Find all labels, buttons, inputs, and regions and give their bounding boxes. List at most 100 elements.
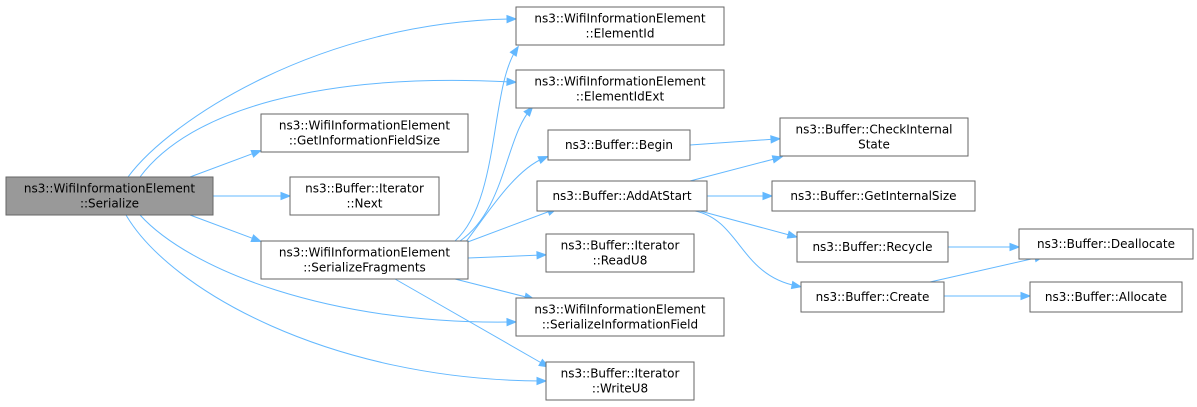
node-label-line: ns3::WifiInformationElement <box>279 246 451 260</box>
node-box <box>800 281 945 313</box>
edge-arrowhead <box>536 250 548 260</box>
node-label-line: ns3::Buffer::Create <box>816 290 930 304</box>
node-begin[interactable]: ns3::Buffer::Begin <box>547 129 691 161</box>
edge-arrowhead <box>790 280 803 290</box>
edge-serialize-to-serializefragments <box>189 214 263 243</box>
node-serialize[interactable]: ns3::WifiInformationElement::Serialize <box>5 176 214 216</box>
edge-arrowhead <box>280 191 292 201</box>
node-label-line: ::WriteU8 <box>592 382 648 396</box>
edge-line <box>689 138 777 146</box>
edge-arrowhead <box>770 135 782 144</box>
node-label-line: State <box>858 138 890 152</box>
edge-line <box>189 151 258 178</box>
node-label-line: ::Serialize <box>80 197 139 211</box>
edge-line <box>929 256 1041 283</box>
edge-serializefragments-to-serializeinfofield <box>454 278 536 301</box>
node-getinfofieldsize[interactable]: ns3::WifiInformationElement::GetInformat… <box>260 113 469 153</box>
edge-serializefragments-to-readu8 <box>467 250 548 260</box>
node-box <box>5 176 214 216</box>
node-label-line: ns3::Buffer::Iterator <box>561 239 680 253</box>
node-label-line: ns3::Buffer::Recycle <box>812 240 932 254</box>
edge-line <box>464 209 554 244</box>
node-box <box>547 129 691 161</box>
node-label-line: ns3::WifiInformationElement <box>534 303 706 317</box>
edge-arrowhead <box>250 234 263 243</box>
node-box <box>796 231 949 263</box>
node-box <box>260 113 469 153</box>
edge-line <box>394 278 546 366</box>
edge-line <box>139 79 513 178</box>
node-elementid[interactable]: ns3::WifiInformationElement::ElementId <box>515 6 725 46</box>
edge-create-to-allocate <box>944 291 1032 301</box>
edge-arrowhead <box>536 376 548 386</box>
node-box <box>1018 228 1194 260</box>
edge-line <box>189 214 258 241</box>
node-readu8[interactable]: ns3::Buffer::Iterator::ReadU8 <box>545 233 695 273</box>
node-box <box>1029 281 1183 313</box>
node-deallocate[interactable]: ns3::Buffer::Deallocate <box>1018 228 1194 260</box>
node-iter-next[interactable]: ns3::Buffer::Iterator::Next <box>289 176 440 216</box>
node-box <box>515 297 725 337</box>
node-label-line: ns3::Buffer::Begin <box>565 138 673 152</box>
node-box <box>545 233 695 273</box>
node-label-line: ns3::Buffer::AddAtStart <box>552 189 691 203</box>
node-elementidext[interactable]: ns3::WifiInformationElement::ElementIdEx… <box>515 69 725 109</box>
edge-arrowhead <box>1009 242 1021 252</box>
edge-serialize-to-elementid <box>127 14 518 178</box>
edge-line <box>467 254 543 259</box>
edge-arrowhead <box>250 149 263 158</box>
edge-serialize-to-elementidext <box>139 77 518 178</box>
edge-arrowhead <box>506 77 518 86</box>
node-label-line: ns3::WifiInformationElement <box>279 119 451 133</box>
edge-line <box>464 157 545 244</box>
edge-arrowhead <box>762 191 774 201</box>
nodes-layer: ns3::WifiInformationElement::Serializens… <box>5 6 1194 401</box>
node-label-line: ns3::Buffer::Allocate <box>1045 290 1167 304</box>
edge-addatstart-to-recycle <box>699 210 799 239</box>
node-label-line: ::SerializeInformationField <box>542 318 698 332</box>
node-label-line: ::Next <box>346 197 382 211</box>
node-box <box>515 69 725 109</box>
edge-line <box>454 278 531 299</box>
node-label-line: ns3::Buffer::GetInternalSize <box>790 189 956 203</box>
edge-recycle-to-deallocate <box>948 242 1021 252</box>
edge-line <box>139 214 513 323</box>
node-label-line: ns3::Buffer::CheckInternal <box>795 123 952 137</box>
node-serializefragments[interactable]: ns3::WifiInformationElement::SerializeFr… <box>260 240 469 280</box>
node-box <box>779 117 969 157</box>
node-allocate[interactable]: ns3::Buffer::Allocate <box>1029 281 1183 313</box>
node-addatstart[interactable]: ns3::Buffer::AddAtStart <box>536 180 708 212</box>
edge-addatstart-to-getinternalsize <box>707 191 774 201</box>
edge-line <box>127 18 513 178</box>
node-serializeinfofield[interactable]: ns3::WifiInformationElement::SerializeIn… <box>515 297 725 337</box>
edge-line <box>125 214 543 382</box>
edge-arrowhead <box>506 14 518 24</box>
edge-arrowhead <box>786 230 799 239</box>
node-label-line: ns3::Buffer::Iterator <box>561 367 680 381</box>
edge-arrowhead <box>509 45 519 57</box>
edge-arrowhead <box>523 105 534 117</box>
node-box <box>260 240 469 280</box>
node-box <box>771 180 976 212</box>
edge-serialize-to-serializeinfofield <box>139 214 518 327</box>
edge-serialize-to-writeu8 <box>125 214 548 386</box>
node-label-line: ::ElementIdExt <box>576 90 665 104</box>
edge-arrowhead <box>506 317 518 327</box>
node-label-line: ::GetInformationFieldSize <box>289 134 440 148</box>
node-writeu8[interactable]: ns3::Buffer::Iterator::WriteU8 <box>545 361 695 401</box>
edge-serializefragments-to-addatstart <box>464 207 559 244</box>
node-box <box>289 176 440 216</box>
edge-begin-to-checkinternalstate <box>689 135 782 146</box>
edge-addatstart-to-create <box>694 210 803 290</box>
node-create[interactable]: ns3::Buffer::Create <box>800 281 945 313</box>
node-getinternalsize[interactable]: ns3::Buffer::GetInternalSize <box>771 180 976 212</box>
node-label-line: ns3::WifiInformationElement <box>534 12 706 26</box>
edge-serializefragments-to-elementidext <box>459 105 534 242</box>
edge-line <box>689 157 779 182</box>
edge-arrowhead <box>1020 291 1032 301</box>
node-box <box>515 6 725 46</box>
edge-addatstart-to-checkinternalstate <box>689 155 784 182</box>
node-recycle[interactable]: ns3::Buffer::Recycle <box>796 231 949 263</box>
